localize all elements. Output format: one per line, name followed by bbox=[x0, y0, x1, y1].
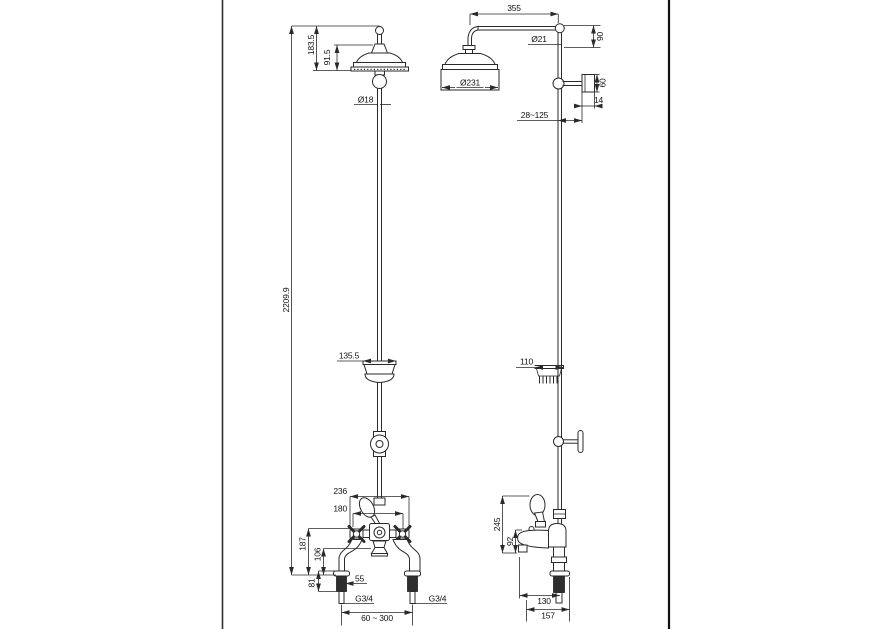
dim-base-depth: 157 bbox=[541, 611, 555, 621]
dim-spout-reach: 130 bbox=[537, 596, 551, 606]
dim-side-spout-height: 92 bbox=[505, 537, 515, 547]
dim-riser-pipe-diameter: Ø21 bbox=[531, 34, 547, 44]
side-diverter-handle bbox=[553, 430, 584, 453]
dim-thread-left: G3/4 bbox=[355, 594, 373, 604]
front-riser-pipe bbox=[377, 33, 382, 501]
dim-head-diameter: Ø231 bbox=[460, 78, 480, 88]
side-wall-bracket bbox=[552, 74, 595, 93]
dim-riser-diameter: Ø18 bbox=[358, 95, 374, 105]
front-ring-connector bbox=[370, 431, 389, 457]
dim-head-to-top: 183.5 bbox=[306, 34, 316, 55]
dim-head-height: 91.5 bbox=[322, 49, 332, 65]
side-soap-dish bbox=[534, 365, 564, 384]
side-shower-arm bbox=[462, 23, 565, 54]
dim-bracket-height: 60 bbox=[598, 78, 608, 88]
front-soap-dish bbox=[362, 360, 397, 384]
side-shower-head bbox=[440, 53, 500, 91]
side-dimensions: 355 Ø21 90 Ø231 60 14 28~125 110 bbox=[442, 3, 608, 622]
dim-handle-spacing: 180 bbox=[333, 504, 347, 514]
dim-thread-right: G3/4 bbox=[429, 594, 447, 604]
front-dimensions: 2209.9 183.5 91.5 Ø18 135.5 236 180 bbox=[281, 25, 447, 626]
dim-arm-drop: 90 bbox=[595, 32, 605, 42]
dim-soap-dish-width: 135.5 bbox=[339, 351, 360, 361]
dim-arm-reach: 355 bbox=[507, 3, 521, 13]
dim-body-width: 236 bbox=[333, 486, 347, 496]
dim-bracket-depth: 14 bbox=[594, 95, 604, 105]
dim-overall-height: 2209.9 bbox=[281, 287, 291, 312]
dim-handle-height: 245 bbox=[492, 517, 502, 531]
side-faucet bbox=[517, 494, 570, 604]
dim-soap-dish-depth: 110 bbox=[520, 357, 533, 367]
side-view: 355 Ø21 90 Ø231 60 14 28~125 110 bbox=[440, 3, 608, 622]
front-faucet bbox=[333, 497, 421, 604]
front-shower-head bbox=[350, 26, 409, 89]
dim-body-height: 187 bbox=[298, 537, 308, 551]
dim-spout-height: 106 bbox=[313, 547, 323, 561]
front-view: 2209.9 183.5 91.5 Ø18 135.5 236 180 bbox=[281, 25, 447, 626]
dim-shank-length: 81 bbox=[307, 578, 317, 588]
dim-wall-distance: 28~125 bbox=[521, 110, 549, 120]
dim-leg-offset: 55 bbox=[355, 574, 365, 584]
side-riser-pipe bbox=[557, 32, 562, 524]
dim-inlet-spacing: 60 ~ 300 bbox=[361, 613, 393, 623]
